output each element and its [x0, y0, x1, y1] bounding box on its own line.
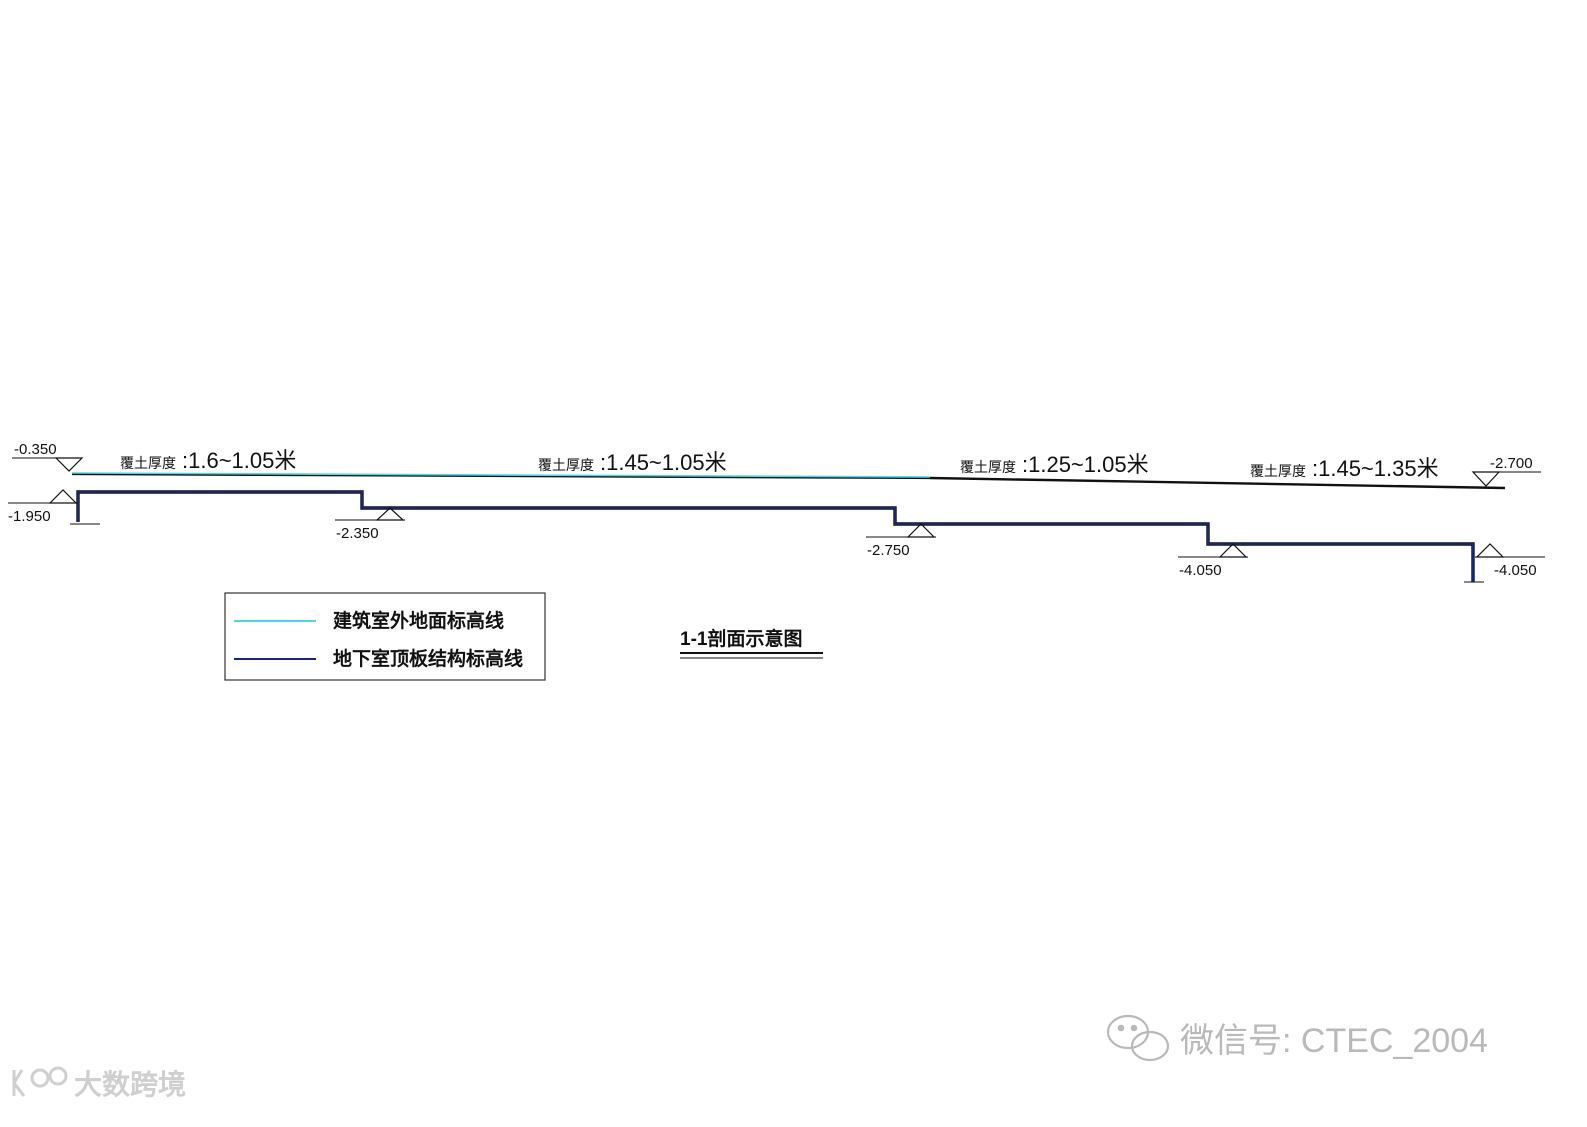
slab-line-outline	[76, 490, 1475, 582]
elevation-marker-slab-step1: -2.350	[335, 507, 405, 542]
soil-cover-value: :1.45~1.35米	[1312, 456, 1439, 481]
elevation-marker-slab-step2: -2.750	[866, 523, 936, 559]
soil-cover-label-1: 覆土厚度 :1.6~1.05米	[120, 448, 296, 473]
elevation-label-slab-step3: -4.050	[1179, 562, 1222, 579]
drawing-title-text: 1-1剖面示意图	[680, 627, 802, 650]
legend-label-slab: 地下室顶板结构标高线	[333, 647, 523, 670]
soil-cover-value: :1.6~1.05米	[182, 448, 296, 473]
elevation-triangle-icon	[1471, 471, 1501, 487]
slab-level-line	[70, 490, 1484, 583]
ground-line-cyan	[71, 472, 931, 478]
wechat-icon	[1106, 1014, 1170, 1062]
elevation-marker-ground-left: -0.350	[12, 441, 84, 472]
elevation-marker-slab-end: -4.050	[1475, 543, 1545, 579]
wechat-id-text: 微信号: CTEC_2004	[1180, 1022, 1488, 1060]
svg-text:覆土厚度:1.45~1.35米: 覆土厚度 :1.45~1.35米	[1250, 456, 1439, 481]
elevation-label-ground-left: -0.350	[14, 441, 57, 458]
svg-text:覆土厚度:1.6~1.05米: 覆土厚度 :1.6~1.05米	[120, 448, 296, 473]
elevation-triangle-icon	[1218, 543, 1248, 558]
drawing-title: 1-1剖面示意图	[680, 627, 823, 659]
logo-text: 大数跨境	[74, 1069, 186, 1100]
elevation-triangle-icon	[906, 523, 936, 538]
soil-cover-caption: 覆土厚度	[1250, 463, 1306, 479]
soil-cover-caption: 覆土厚度	[120, 455, 176, 471]
svg-text:覆土厚度:1.45~1.05米: 覆土厚度 :1.45~1.05米	[538, 450, 727, 475]
soil-cover-caption: 覆土厚度	[960, 459, 1016, 475]
elevation-label-slab-step2: -2.750	[867, 542, 910, 559]
elevation-label-slab-start: -1.950	[8, 508, 51, 525]
elevation-marker-slab-step3: -4.050	[1178, 543, 1248, 579]
elevation-label-slab-step1: -2.350	[336, 525, 379, 542]
elevation-triangle-icon	[48, 489, 78, 504]
ground-line-black-right	[929, 476, 1506, 490]
soil-cover-label-4: 覆土厚度 :1.45~1.35米	[1250, 456, 1439, 481]
elevation-triangle-icon	[1475, 543, 1505, 558]
ground-line-black-left	[71, 472, 931, 480]
soil-cover-label-2: 覆土厚度 :1.45~1.05米	[538, 450, 727, 475]
slab-line-navy	[77, 491, 1474, 582]
logo-watermark: 大数跨境	[12, 1066, 186, 1100]
elevation-marker-ground-right: -2.700	[1471, 455, 1541, 487]
soil-cover-caption: 覆土厚度	[538, 457, 594, 473]
soil-cover-value: :1.45~1.05米	[600, 450, 727, 475]
legend-label-ground: 建筑室外地面标高线	[333, 609, 504, 632]
legend: 建筑室外地面标高线 地下室顶板结构标高线	[224, 592, 546, 681]
ground-level-line	[71, 472, 1506, 490]
logo-icon	[12, 1066, 68, 1097]
soil-cover-label-3: 覆土厚度 :1.25~1.05米	[960, 452, 1149, 477]
elevation-label-ground-right: -2.700	[1490, 455, 1533, 472]
svg-text:覆土厚度:1.25~1.05米: 覆土厚度 :1.25~1.05米	[960, 452, 1149, 477]
elevation-triangle-icon	[375, 507, 405, 521]
soil-cover-value: :1.25~1.05米	[1022, 452, 1149, 477]
legend-frame	[224, 592, 546, 681]
elevation-label-slab-end: -4.050	[1494, 562, 1537, 579]
elevation-triangle-icon	[54, 457, 84, 472]
wechat-watermark: 微信号: CTEC_2004	[1106, 1014, 1488, 1062]
elevation-marker-slab-start: -1.950	[8, 489, 78, 525]
